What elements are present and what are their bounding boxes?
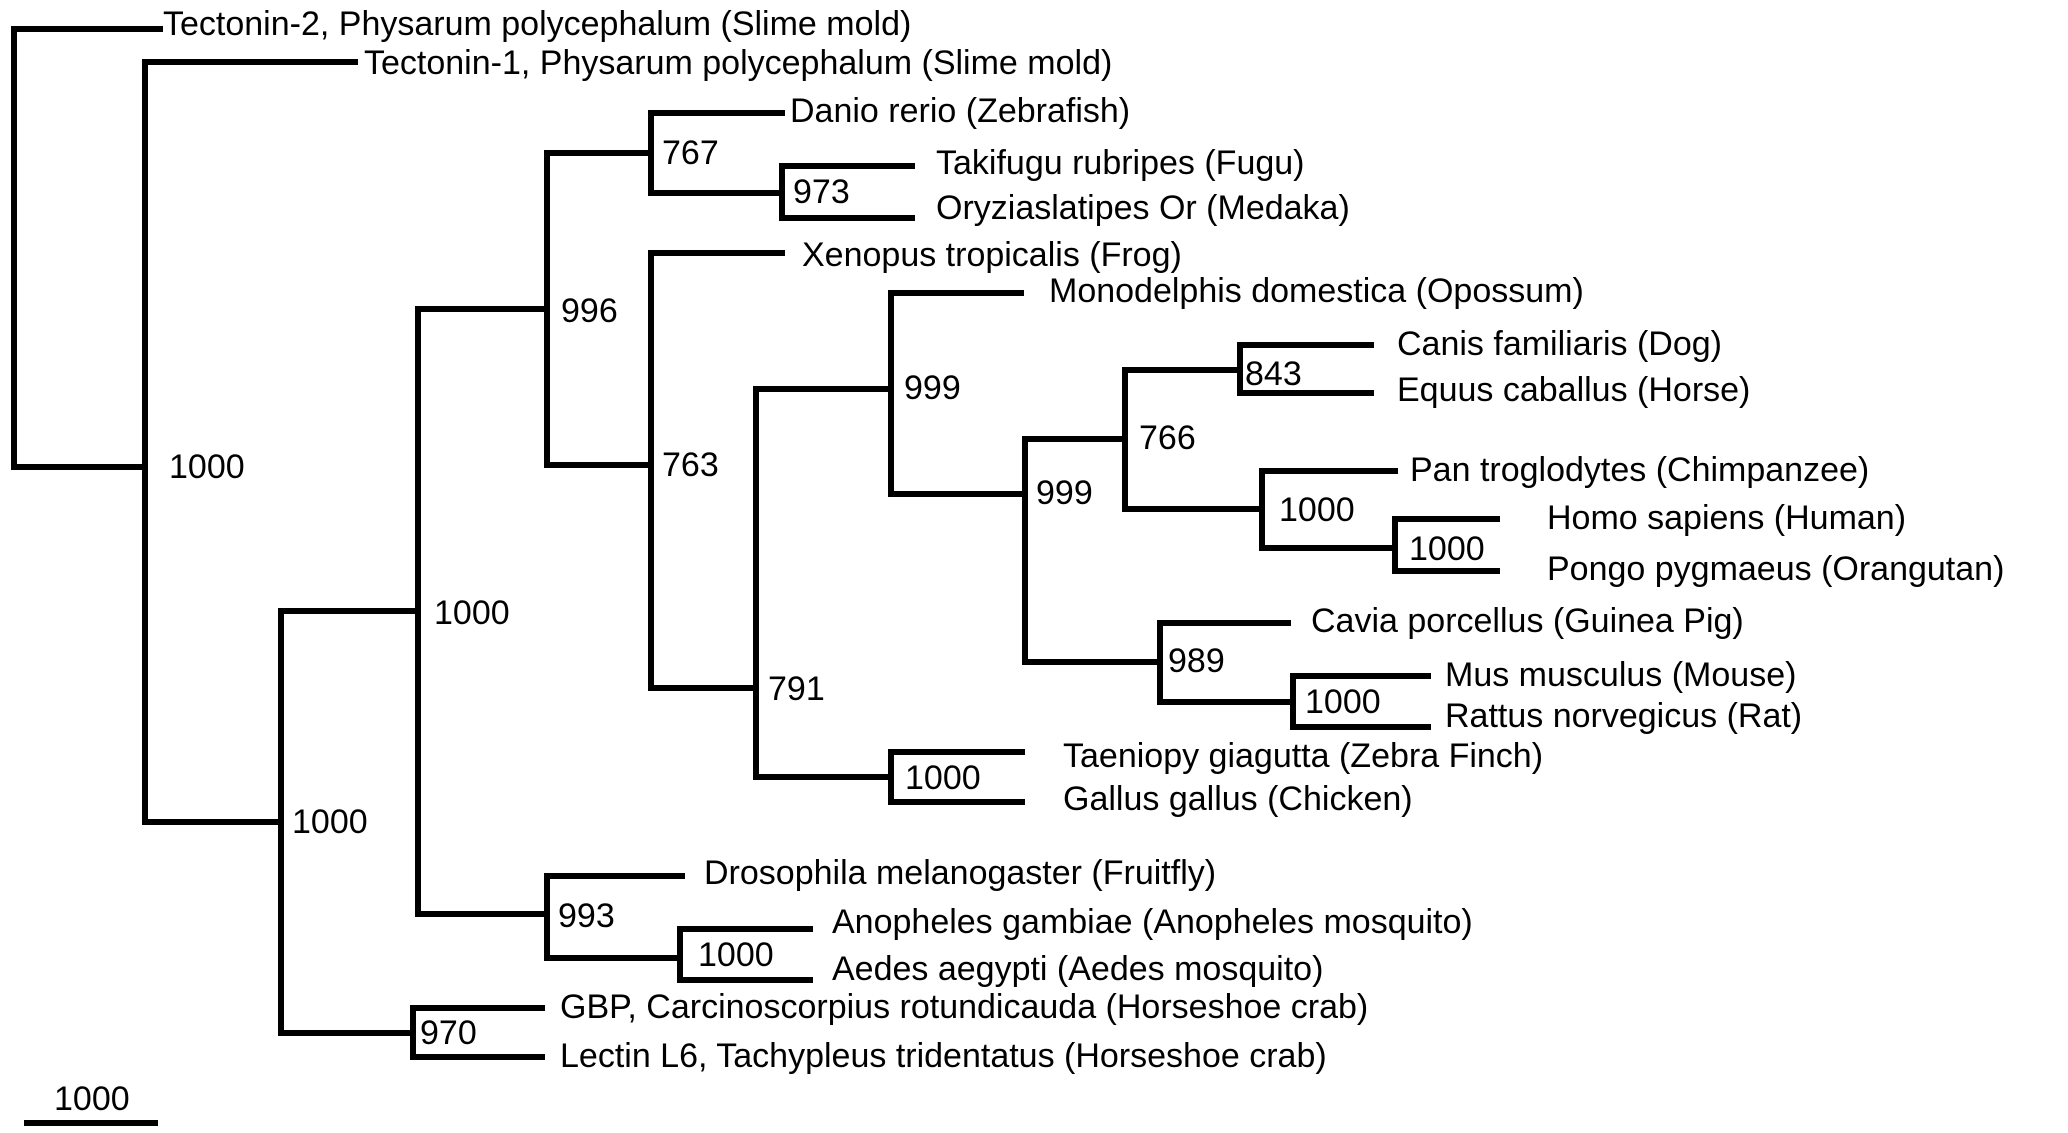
branch-laurasia-primates — [1122, 367, 1265, 512]
branch-horseshoe-crabs — [410, 1005, 545, 1060]
leaf-danio-rerio: Danio rerio (Zebrafish) — [790, 92, 1130, 130]
branch-tetrapods — [648, 250, 785, 691]
bootstrap-mouse-rat: 1000 — [1305, 683, 1381, 721]
bootstrap-horseshoe-crabs: 970 — [420, 1014, 477, 1052]
leaf-aedes-aegypti: Aedes aegypti (Aedes mosquito) — [832, 950, 1323, 988]
bootstrap-values: 1000 1000 1000 996 767 973 763 791 999 9… — [169, 134, 1485, 1052]
leaf-monodelphis-domestica: Monodelphis domestica (Opossum) — [1049, 272, 1584, 310]
bootstrap-birds: 1000 — [905, 759, 981, 797]
bootstrap-fish: 767 — [662, 134, 719, 172]
bootstrap-amniotes: 791 — [768, 670, 825, 708]
bootstrap-fugu-medaka: 973 — [793, 173, 850, 211]
branch-ingroup — [278, 608, 421, 1036]
leaf-equus-caballus: Equus caballus (Horse) — [1397, 371, 1750, 409]
branch-deuterostome-insect — [415, 306, 550, 917]
branch-fugu-medaka — [779, 163, 915, 221]
branch-human-orangutan — [1392, 516, 1500, 574]
bootstrap-mosquitoes: 1000 — [698, 936, 774, 974]
leaf-lectin-l6-tachypleus: Lectin L6, Tachypleus tridentatus (Horse… — [560, 1037, 1327, 1075]
leaf-rattus-norvegicus: Rattus norvegicus (Rat) — [1445, 697, 1802, 735]
branch-dog-horse — [1237, 342, 1374, 396]
leaf-taeniopy-giagutta: Taeniopy giagutta (Zebra Finch) — [1063, 737, 1543, 775]
bootstrap-deuterostome-insect: 1000 — [434, 594, 510, 632]
branch-birds — [888, 749, 1025, 805]
leaf-pongo-pygmaeus: Pongo pygmaeus (Orangutan) — [1547, 550, 2004, 588]
bootstrap-human-orangutan: 1000 — [1409, 530, 1485, 568]
branch-amniotes — [753, 386, 894, 780]
leaf-mus-musculus: Mus musculus (Mouse) — [1445, 656, 1796, 694]
branch-mouse-rat — [1290, 673, 1431, 730]
bootstrap-rodents: 989 — [1168, 642, 1225, 680]
leaf-anopheles-gambiae: Anopheles gambiae (Anopheles mosquito) — [832, 903, 1473, 941]
leaf-labels: Tectonin-2, Physarum polycephalum (Slime… — [163, 5, 2004, 1075]
bootstrap-tetrapods: 763 — [662, 446, 719, 484]
bootstrap-dog-horse: 843 — [1245, 355, 1302, 393]
leaf-takifugu-rubripes: Takifugu rubripes (Fugu) — [936, 144, 1305, 182]
bootstrap-vertebrates: 996 — [561, 292, 618, 330]
branch-primates — [1259, 468, 1398, 551]
leaf-pan-troglodytes: Pan troglodytes (Chimpanzee) — [1410, 451, 1869, 489]
leaf-tectonin-2: Tectonin-2, Physarum polycephalum (Slime… — [163, 5, 911, 43]
branch-eutherians — [1022, 436, 1163, 665]
bootstrap-primates: 1000 — [1279, 491, 1355, 529]
scale-bar-label: 1000 — [54, 1080, 130, 1118]
tree-branches — [11, 26, 1500, 1060]
bootstrap-laurasia-primates: 766 — [1139, 419, 1196, 457]
branch-insects — [544, 873, 685, 961]
branch-root — [11, 26, 163, 470]
branch-fish — [648, 110, 785, 196]
leaf-cavia-porcellus: Cavia porcellus (Guinea Pig) — [1311, 602, 1744, 640]
scale-bar: 1000 — [24, 1080, 158, 1126]
bootstrap-eutherians: 999 — [1036, 474, 1093, 512]
leaf-gallus-gallus: Gallus gallus (Chicken) — [1063, 780, 1413, 818]
leaf-homo-sapiens: Homo sapiens (Human) — [1547, 499, 1906, 537]
bootstrap-root-inner: 1000 — [169, 448, 245, 486]
bootstrap-insects: 993 — [558, 897, 615, 935]
branch-vertebrates — [544, 150, 654, 468]
branch-root-inner — [142, 59, 358, 825]
branch-rodents — [1157, 620, 1296, 705]
bootstrap-ingroup: 1000 — [292, 803, 368, 841]
leaf-gbp-carcinoscorpius: GBP, Carcinoscorpius rotundicauda (Horse… — [560, 988, 1368, 1026]
leaf-tectonin-1: Tectonin-1, Physarum polycephalum (Slime… — [364, 44, 1112, 82]
leaf-xenopus-tropicalis: Xenopus tropicalis (Frog) — [802, 236, 1182, 274]
leaf-canis-familiaris: Canis familiaris (Dog) — [1397, 325, 1722, 363]
branch-mammals — [888, 290, 1028, 497]
leaf-oryzias-latipes: Oryziaslatipes Or (Medaka) — [936, 189, 1350, 227]
bootstrap-mammals: 999 — [904, 369, 961, 407]
branch-mosquitoes — [677, 926, 813, 983]
leaf-drosophila-melanogaster: Drosophila melanogaster (Fruitfly) — [704, 854, 1216, 892]
